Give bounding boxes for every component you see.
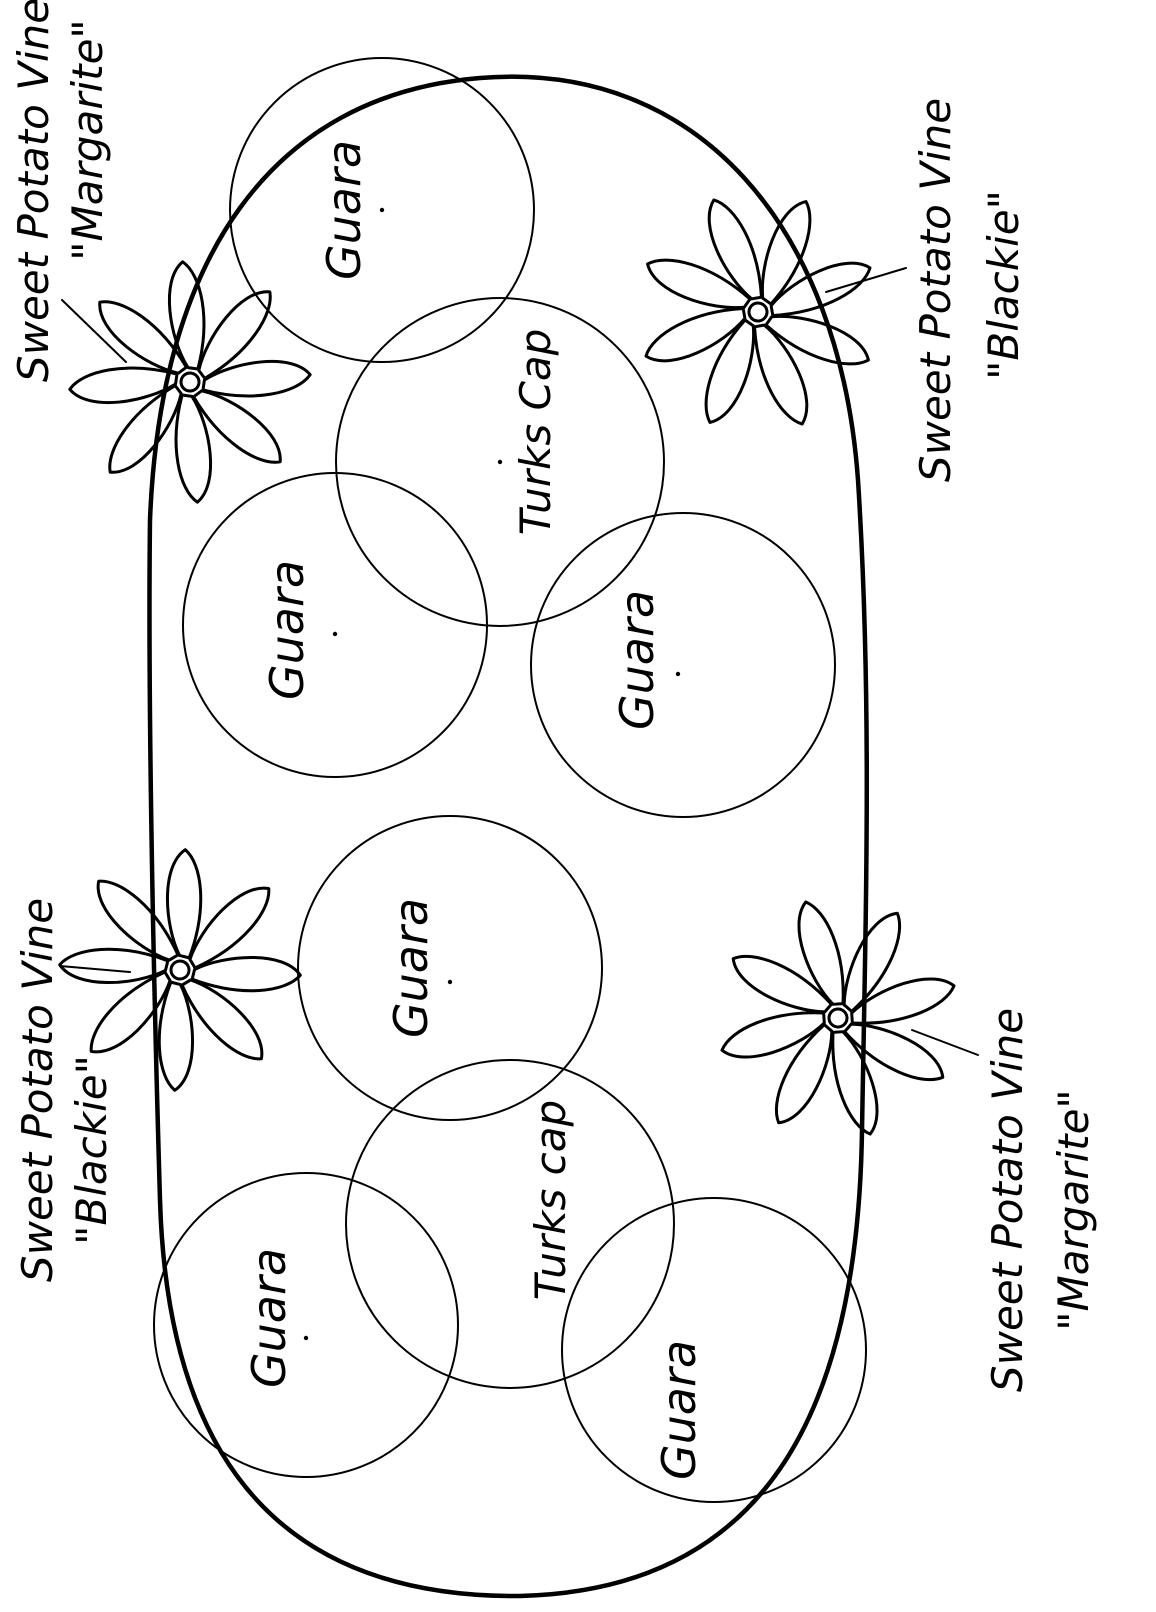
- plant-label: Turks cap: [526, 1100, 575, 1300]
- garden-bed-outline: [147, 74, 870, 1599]
- vine-petal: [760, 200, 812, 306]
- guara-dot-2: [332, 631, 338, 637]
- guara-dot-3: [675, 671, 681, 677]
- leader-line-top-left: [61, 299, 127, 363]
- vine-petal: [769, 261, 872, 317]
- guara-circle-2: [182, 472, 488, 778]
- vine-petal: [644, 307, 747, 363]
- vine-center: [827, 1007, 849, 1029]
- guara-dot-4: [447, 979, 453, 985]
- vine-petal: [797, 900, 845, 1006]
- vine-petal: [707, 198, 763, 301]
- vine-label-line2: "Blackie": [67, 1055, 116, 1245]
- guara-circle-3: [530, 512, 836, 818]
- vine-label-line2: "Blackie": [979, 190, 1028, 380]
- plant-label: Guara: [384, 898, 438, 1038]
- leader-line-top-right: [825, 267, 907, 293]
- vine-petal: [96, 879, 180, 962]
- guara-circle-5: [153, 1172, 459, 1478]
- plant-label: Guara: [652, 1340, 706, 1480]
- vine-petal: [58, 947, 170, 985]
- vine-labels: Sweet Potato Vine "Margarite" Sweet Pota…: [9, 0, 1098, 1392]
- vine-petal: [843, 1022, 945, 1082]
- vine-petal: [89, 970, 172, 1054]
- vine-petal: [704, 318, 756, 424]
- guara-circle-6: [561, 1197, 867, 1503]
- guara-dot-5: [303, 1335, 309, 1341]
- guara-circle-4: [297, 815, 603, 1121]
- vine-petal: [646, 258, 752, 310]
- plant-label: Guara: [260, 560, 314, 700]
- vine-flower-top-right: [644, 198, 872, 426]
- vine-label-line1: Sweet Potato Vine: [13, 898, 62, 1282]
- vine-petal: [842, 911, 902, 1013]
- vine-petal: [201, 359, 312, 398]
- vine-petal: [157, 980, 195, 1092]
- vine-label-line1: Sweet Potato Vine: [983, 1008, 1032, 1392]
- vine-petal: [190, 955, 302, 993]
- turks-cap-circle-2: [345, 1059, 675, 1389]
- vine-petal: [108, 384, 183, 474]
- vine-petal: [180, 978, 264, 1061]
- vine-label-line2: "Margarite": [1049, 1089, 1098, 1331]
- guara-circle-1: [229, 57, 535, 363]
- vine-flower-mid-left: [58, 848, 302, 1092]
- leader-line-bottom-right: [911, 1029, 979, 1056]
- vine-petal: [167, 260, 206, 371]
- vine-petal: [197, 290, 272, 380]
- vine-center: [169, 959, 191, 981]
- vine-label-line1: Sweet Potato Vine: [9, 0, 58, 382]
- guara-dot-1: [379, 207, 385, 213]
- vine-petal: [850, 977, 956, 1025]
- vine-petal: [831, 1030, 879, 1136]
- vine-petal: [98, 300, 188, 375]
- plant-label: Guara: [317, 140, 371, 280]
- vine-petal: [165, 848, 203, 960]
- plant-center-dots: [303, 207, 681, 1341]
- leader-lines: [59, 267, 979, 1056]
- plant-labels: Guara Turks Cap Guara Guara Guara Turks …: [242, 140, 706, 1480]
- plant-label: Guara: [610, 590, 664, 730]
- vine-petal: [753, 323, 809, 426]
- vine-petal: [731, 954, 833, 1014]
- vine-flower-bottom-right: [720, 900, 956, 1136]
- turks-cap-dot-1: [497, 459, 503, 465]
- vine-petal: [764, 314, 870, 366]
- vine-center: [747, 301, 769, 323]
- plant-label: Turks Cap: [511, 329, 560, 536]
- turks-cap-circle-1: [335, 297, 665, 627]
- vine-label-line1: Sweet Potato Vine: [911, 98, 960, 482]
- vine-petal: [174, 393, 213, 504]
- leader-line-mid-left: [59, 965, 131, 973]
- plant-label: Guara: [242, 1248, 296, 1388]
- vine-flower-top-left: [68, 260, 312, 504]
- vine-petal: [68, 366, 179, 405]
- vine-label-line2: "Margarite": [63, 19, 112, 261]
- vine-petal: [774, 1023, 834, 1125]
- vine-petal: [188, 886, 271, 970]
- vine-petal: [192, 389, 282, 464]
- vine-petal: [720, 1011, 826, 1059]
- vine-center: [179, 371, 201, 393]
- plant-circles: [153, 57, 867, 1503]
